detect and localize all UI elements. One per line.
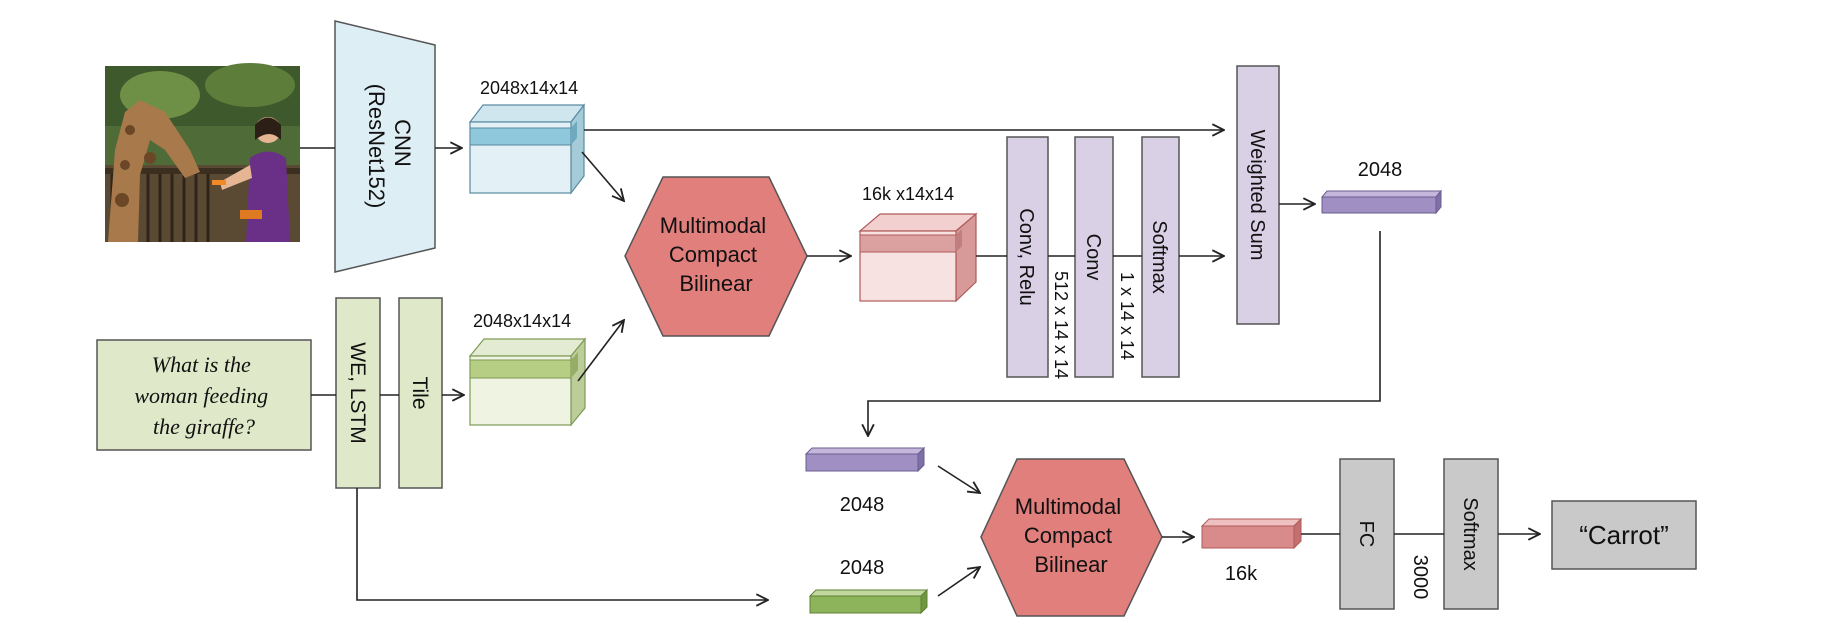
answer-box — [1551, 500, 1697, 570]
connections — [300, 130, 1540, 600]
conv-block — [1074, 136, 1114, 378]
we-lstm-label: WE, LSTM — [346, 342, 369, 444]
edge-tensor-mcb1 — [581, 151, 624, 201]
question-vector-dim: 2048 — [840, 557, 885, 579]
weighted-sum-block — [1236, 65, 1280, 325]
tile-block — [398, 297, 443, 489]
conv-relu-output-dim: 512 x 14 x 14 — [1051, 271, 1071, 379]
attended-vector-dim: 2048 — [1358, 159, 1403, 181]
softmax-answer-block — [1443, 458, 1499, 610]
answer-text: “Carrot” — [1579, 520, 1669, 550]
conv-output-dim: 1 x 14 x 14 — [1117, 272, 1137, 360]
edge-att-vector-mcb2 — [937, 465, 980, 493]
question-box — [96, 339, 312, 451]
mcb-output-tensor — [858, 212, 978, 303]
attention-vector-copy — [804, 446, 926, 473]
edge-vector-loop — [868, 231, 1381, 436]
softmax-answer-label: Softmax — [1459, 497, 1481, 570]
we-lstm-block — [335, 297, 381, 489]
fused-vector-dim: 16k — [1225, 563, 1258, 585]
fc-label: FC — [1355, 521, 1377, 548]
conv-relu-label: Conv, Relu — [1015, 208, 1037, 305]
cnn-label: CNN — [390, 119, 415, 167]
conv-label: Conv — [1082, 234, 1104, 281]
input-image — [105, 63, 300, 242]
mcb-2-label: Multimodal Compact Bilinear — [1015, 494, 1128, 577]
mcb-output-dim: 16k x14x14 — [862, 184, 954, 204]
edge-q-vector-mcb2 — [937, 567, 980, 597]
attention-vector-dim: 2048 — [840, 494, 885, 516]
softmax-attention-block — [1141, 136, 1180, 378]
question-vector — [808, 588, 929, 615]
question-text: What is the woman feeding the giraffe? — [134, 352, 273, 439]
text-feature-tensor — [468, 337, 587, 427]
softmax-attention-label: Softmax — [1148, 220, 1170, 293]
mcb-1-label: Multimodal Compact Bilinear — [660, 213, 773, 296]
cnn-block — [334, 20, 436, 273]
edge-text-tensor-mcb1 — [577, 320, 624, 382]
text-tensor-dim: 2048x14x14 — [473, 311, 571, 331]
svg-text:CNN (ResNet152): CNN (ResNet152) — [364, 84, 415, 209]
fused-vector — [1200, 517, 1303, 550]
edge-lstm-question-vector — [356, 488, 768, 600]
fc-output-dim: 3000 — [1409, 555, 1431, 600]
image-tensor-dim: 2048x14x14 — [480, 78, 578, 98]
conv-relu-block — [1006, 136, 1049, 378]
tile-label: Tile — [408, 376, 431, 409]
weighted-sum-label: Weighted Sum — [1246, 130, 1268, 261]
cnn-sub-label: (ResNet152) — [364, 84, 389, 209]
image-feature-tensor — [468, 103, 586, 195]
attended-image-vector — [1320, 189, 1443, 215]
